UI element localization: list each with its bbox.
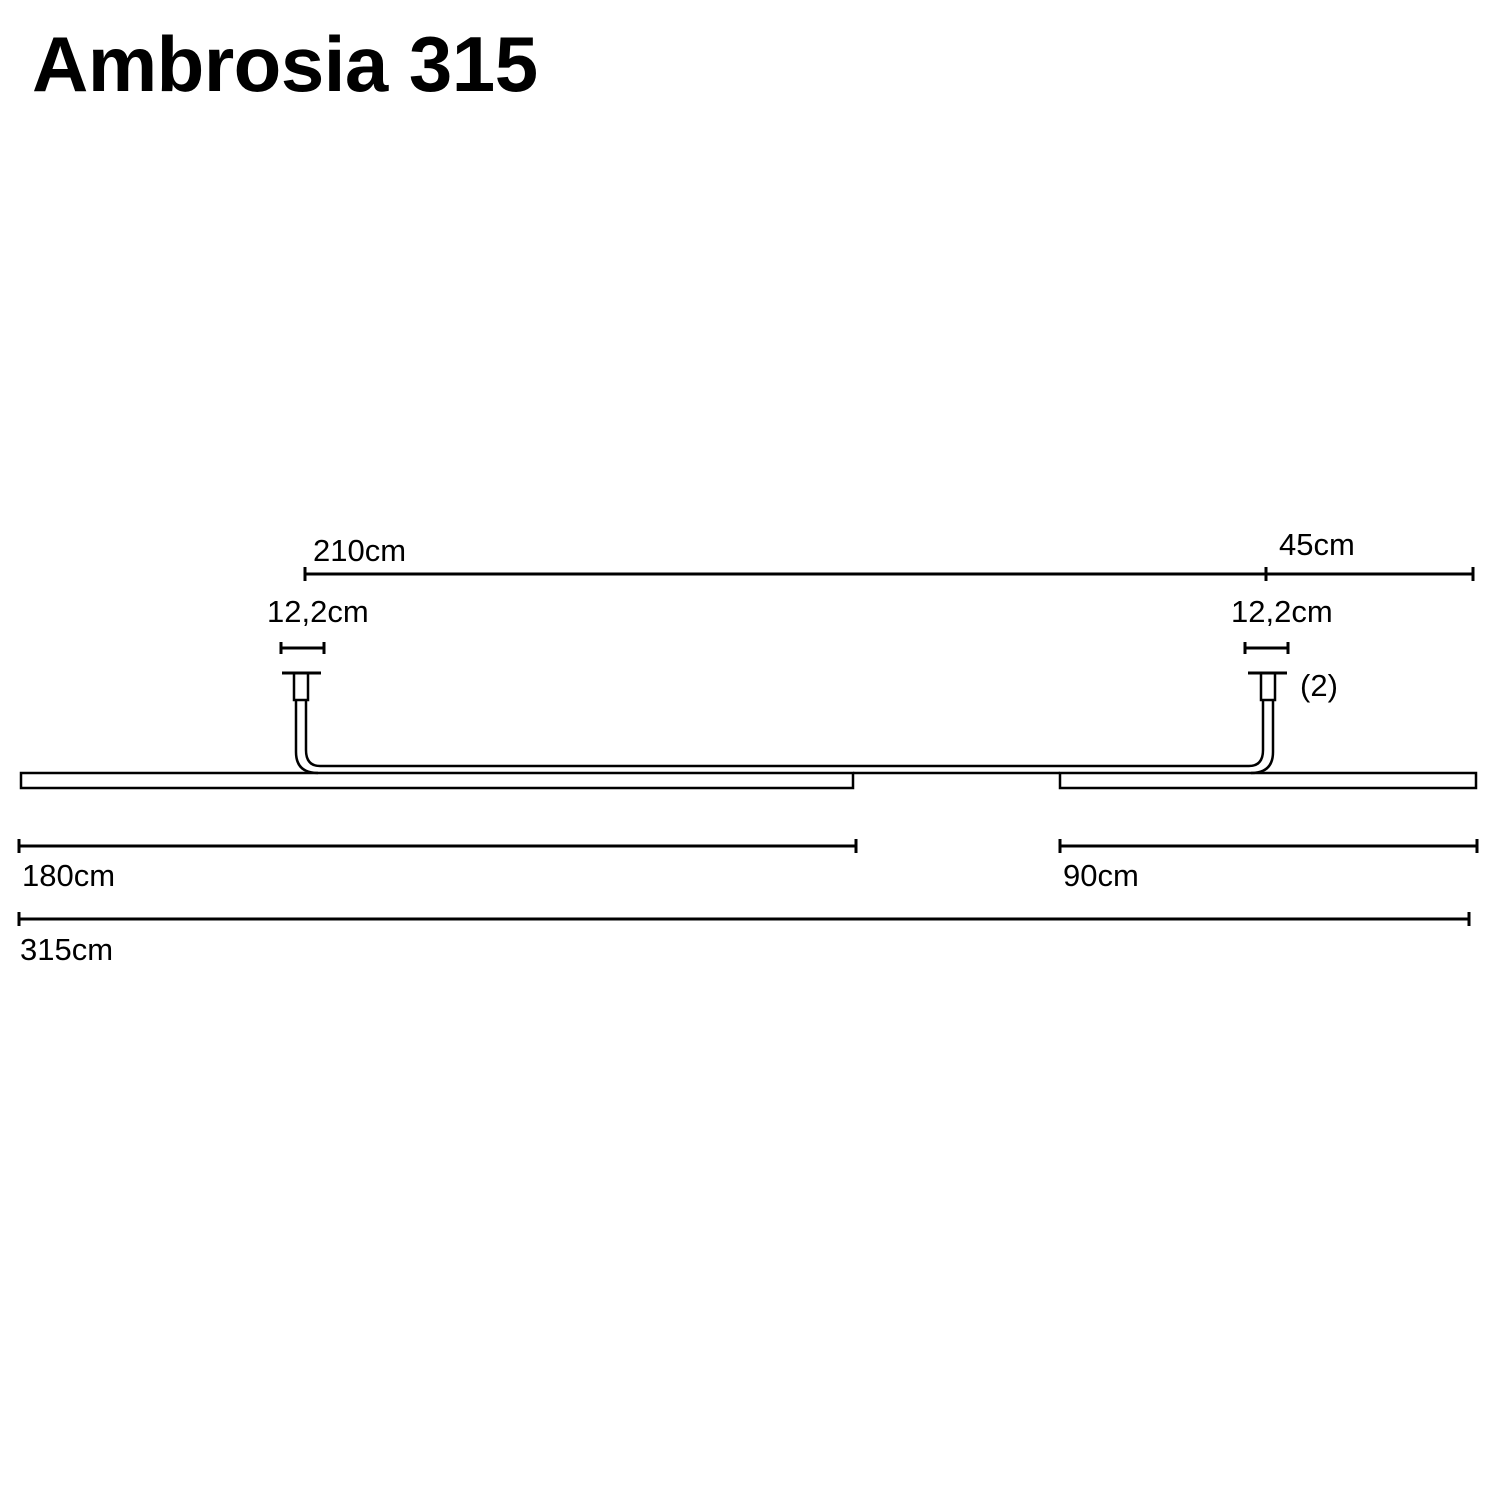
dim-right-bar-90: 90cm [1058,839,1479,893]
dim-label-canopy-right: 12,2cm [1231,594,1333,629]
dim-label-45: 45cm [1279,527,1355,562]
dim-span-210: 210cm [303,533,1268,581]
dim-canopy-right: 12,2cm [1231,594,1333,654]
dim-label-210: 210cm [313,533,406,568]
left-light-bar [19,771,855,790]
dim-left-bar-180: 180cm [17,839,858,893]
product-title: Ambrosia 315 [32,20,538,108]
right-light-bar [1058,771,1478,790]
dim-total-315: 315cm [17,912,1471,967]
dim-label-315: 315cm [20,932,113,967]
connecting-rail [320,764,1249,775]
canopy-count-label: (2) [1300,668,1338,703]
dim-label-90: 90cm [1063,858,1139,893]
dim-label-180: 180cm [22,858,115,893]
dim-overhang-45: 45cm [1266,527,1475,581]
dim-label-canopy-left: 12,2cm [267,594,369,629]
dim-canopy-left: 12,2cm [267,594,369,654]
left-ceiling-mount [282,671,321,775]
right-ceiling-mount [1248,671,1287,775]
